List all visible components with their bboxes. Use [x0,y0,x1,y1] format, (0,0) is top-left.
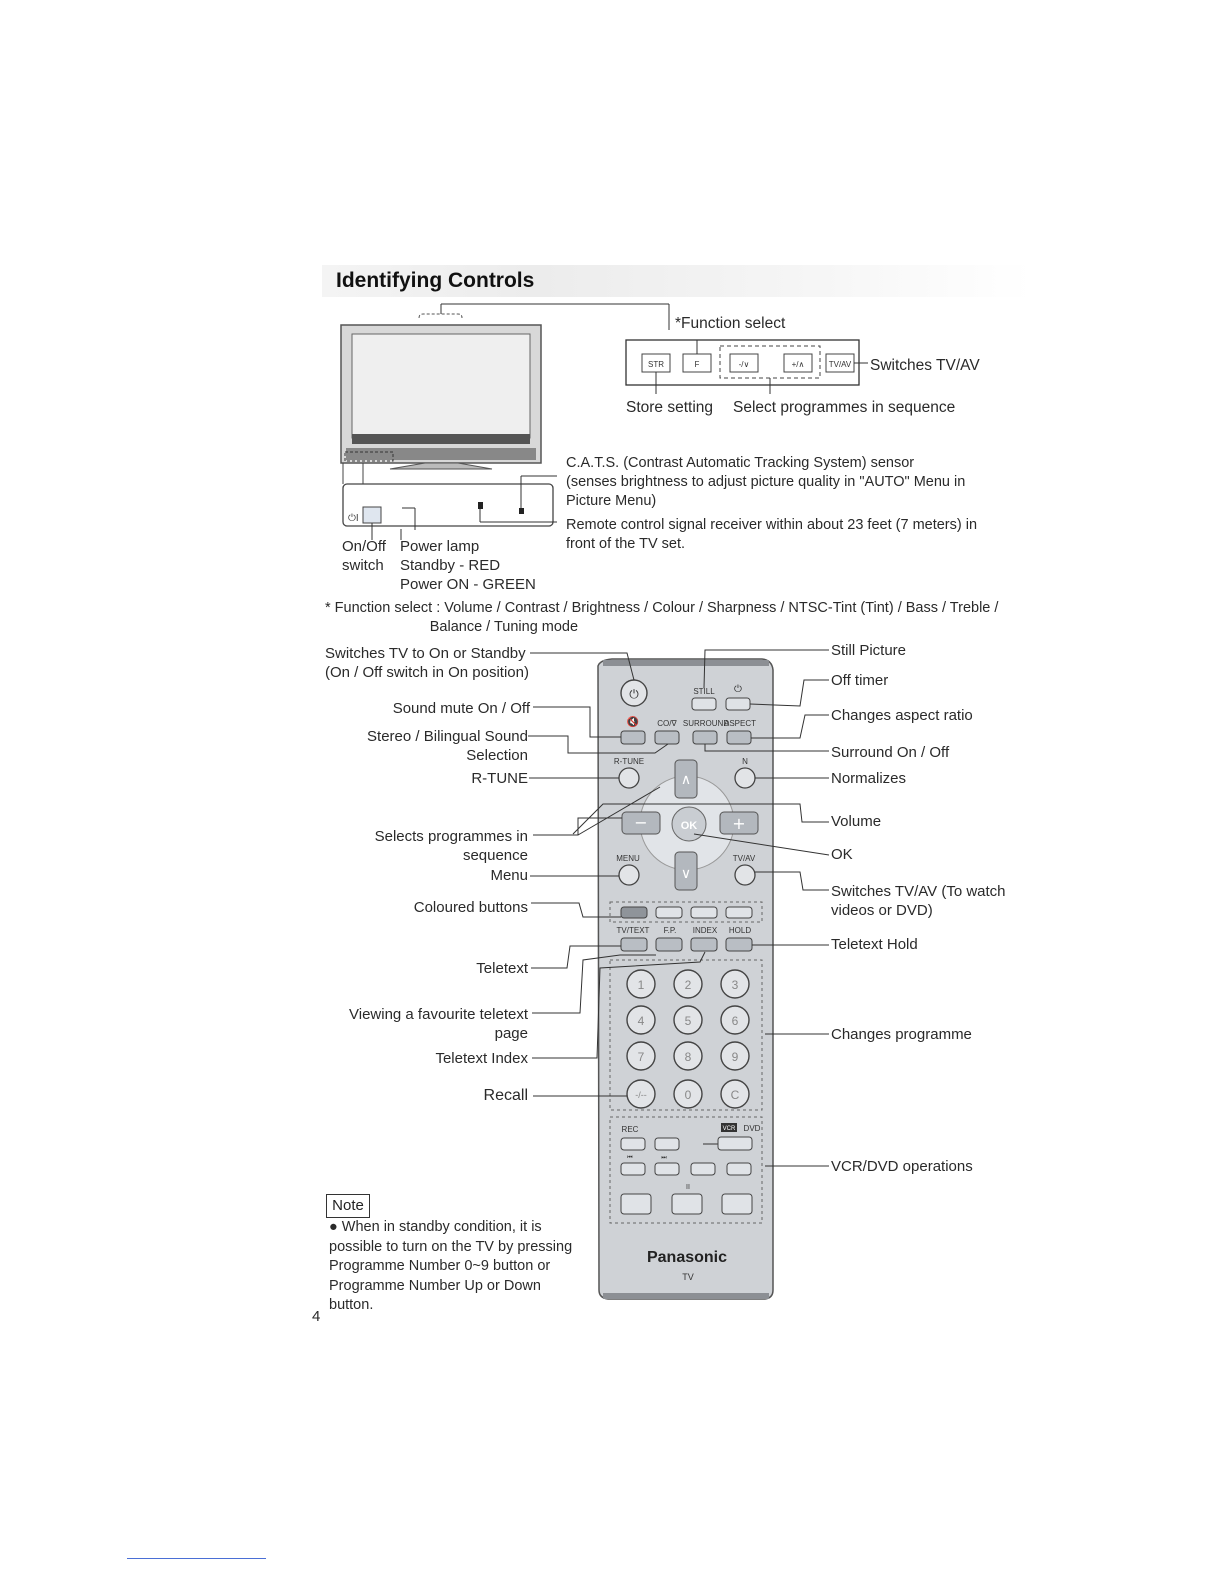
remote-surround-label: SURROUND [683,719,729,728]
digit-0-label: 0 [685,1088,692,1102]
label-standby: Switches TV to On or Standby (On / Off s… [325,645,529,681]
remote-still-label: STILL [693,687,715,696]
digit-6-label: 6 [732,1014,739,1028]
tvav-key-label: TV/AV [829,360,852,369]
label-surround: Surround On / Off [831,744,950,761]
svg-text:⏻: ⏻ [734,684,742,695]
label-normalizes: Normalizes [831,770,907,787]
svg-text:⏻I: ⏻I [348,513,359,524]
digit-9-label: 9 [732,1050,739,1064]
footer-rule [127,1558,266,1559]
function-select-note: * Function select : Volume / Contrast / … [325,600,999,635]
digit-8-label: 8 [685,1050,692,1064]
note-label: Note [326,1194,370,1218]
digit-2-label: 2 [685,978,692,992]
power-lamp-label: Power lamp Standby - RED Power ON - GREE… [400,538,536,593]
label-volume: Volume [831,813,882,830]
remote-tvtext-label: TV/TEXT [617,926,650,935]
remote-rec-label: REC [622,1125,639,1134]
label-changes-programme: Changes programme [831,1026,972,1043]
svg-text:∧: ∧ [681,772,691,788]
svg-text:−: − [634,813,647,832]
digit-4-label: 4 [638,1014,645,1028]
remote-vcr-label: VCR [723,1126,736,1132]
svg-text:⏮: ⏮ [627,1154,633,1161]
digit-1-label: 1 [638,978,645,992]
svg-text:🔇: 🔇 [627,715,639,728]
number-pad: 1 2 3 4 5 6 7 8 9 -/-- 0 C [626,969,750,1109]
function-select-label: *Function select [675,315,786,332]
remote-index-label: INDEX [693,926,718,935]
digit-dash-label: -/-- [635,1090,647,1100]
tv-illustration: ⏻I [340,303,670,540]
label-still-picture: Still Picture [831,642,907,659]
label-selects-programmes: Selects programmes in sequence [374,828,528,864]
minus-key-label: -/∨ [739,360,750,369]
remote-fp-label: F.P. [664,926,677,935]
cats-sensor-text: C.A.T.S. (Contrast Automatic Tracking Sy… [566,455,966,509]
digit-3-label: 3 [732,978,739,992]
label-aspect-ratio: Changes aspect ratio [831,707,973,724]
label-sound-mute: Sound mute On / Off [392,700,530,717]
remote-illustration: ⏻ STILL ⏻ 🔇 CO/∇ SURROUND ASPECT R-TUNE … [597,658,774,1300]
label-rtune: R-TUNE [471,770,528,787]
page-number: 4 [312,1308,321,1325]
label-favourite-teletext: Viewing a favourite teletext page [349,1006,528,1042]
remote-receiver-text: Remote control signal receiver within ab… [566,517,978,552]
remote-tvav-label: TV/AV [733,854,756,863]
section-heading-bar: Identifying Controls [322,265,1032,297]
switches-tvav-label: Switches TV/AV [870,357,980,374]
remote-tv-label: TV [682,1272,694,1282]
remote-ok-label: OK [681,820,698,832]
remote-rtune-label: R-TUNE [614,757,644,766]
remote-brand-label: Panasonic [647,1249,727,1266]
label-stereo: Stereo / Bilingual Sound Selection [367,728,528,764]
remote-dual-label: CO/∇ [657,719,677,728]
label-switches-tvav-remote: Switches TV/AV (To watch videos or DVD) [831,883,1006,919]
svg-text:+: + [732,814,745,833]
remote-pause-label: II [686,1184,690,1191]
label-ok: OK [831,846,853,863]
digit-5-label: 5 [685,1014,692,1028]
label-teletext: Teletext [476,960,528,977]
plus-key-label: +/∧ [792,360,805,369]
remote-menu-label: MENU [616,854,640,863]
onoff-switch-label: On/Off switch [342,538,386,574]
remote-dvd-label: DVD [744,1124,761,1133]
digit-c-label: C [731,1088,740,1102]
note-text: ● When in standby condition, it is possi… [329,1219,573,1313]
label-recall: Recall [483,1087,528,1104]
label-off-timer: Off timer [831,672,889,689]
store-setting-label: Store setting [626,399,714,416]
function-panel: STR F -/∨ +/∧ TV/AV [625,339,868,394]
svg-text:∨: ∨ [681,866,691,882]
label-teletext-hold: Teletext Hold [831,936,918,953]
remote-hold-label: HOLD [729,926,751,935]
right-leader-lines [572,649,830,1167]
left-leader-lines [528,652,706,1097]
str-key-label: STR [648,360,664,369]
label-menu: Menu [490,867,528,884]
digit-7-label: 7 [638,1050,645,1064]
select-programmes-label: Select programmes in sequence [733,399,956,416]
svg-text:⏻: ⏻ [629,687,639,701]
svg-text:⏭: ⏭ [661,1154,667,1161]
label-coloured-buttons: Coloured buttons [413,899,528,916]
f-key-label: F [695,360,700,369]
remote-n-label: N [742,757,748,766]
remote-aspect-label: ASPECT [724,719,756,728]
section-heading: Identifying Controls [336,269,535,292]
label-vcr-dvd: VCR/DVD operations [831,1158,973,1175]
label-teletext-index: Teletext Index [435,1050,528,1067]
